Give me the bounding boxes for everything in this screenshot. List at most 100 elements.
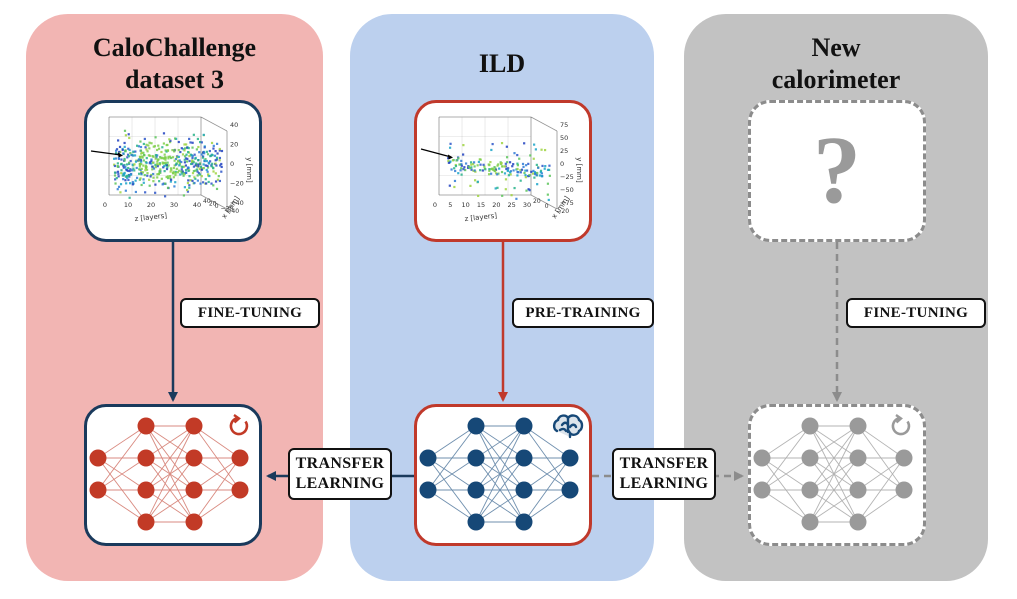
shower-hit — [119, 150, 122, 153]
shower-hit — [197, 172, 201, 175]
shower-hit — [127, 161, 131, 164]
shower-hit — [159, 171, 162, 174]
shower-hit — [512, 169, 515, 172]
y-tick-label: −75 — [560, 199, 574, 207]
shower-hit — [205, 182, 208, 185]
x-axis-label: z [layers] — [464, 212, 497, 223]
particle-arrowhead — [118, 152, 123, 158]
shower-hit — [128, 196, 131, 199]
shower-hit — [198, 167, 201, 171]
shower-hit — [113, 164, 117, 168]
shower-hit — [508, 171, 512, 174]
shower-hit — [170, 168, 173, 171]
shower-hit — [186, 188, 189, 192]
shower-hit — [173, 137, 177, 140]
transfer-text-left: TRANSFER — [295, 455, 385, 472]
shower-hit — [513, 186, 516, 190]
shower-hit — [469, 167, 472, 170]
shower-hit — [498, 167, 501, 170]
shower-hit — [525, 189, 528, 192]
shower-hit — [141, 171, 145, 174]
network-edge — [427, 425, 477, 459]
shower-hit — [189, 162, 193, 166]
shower-hit — [156, 148, 159, 152]
shower-hit — [179, 173, 182, 176]
shower-hit — [123, 163, 126, 167]
shower-hit — [469, 161, 473, 164]
shower-hit — [169, 167, 173, 170]
shower-hit — [143, 137, 146, 141]
y-tick-label: −20 — [230, 180, 244, 188]
shower-hit — [470, 166, 473, 169]
shower-hit — [132, 167, 135, 170]
shower-hit — [208, 162, 211, 165]
shower-hit — [166, 161, 169, 164]
shower-hit — [157, 144, 160, 147]
shower-hit — [530, 170, 533, 173]
shower-hit — [140, 183, 143, 187]
shower-hit — [158, 180, 161, 183]
shower-hit — [164, 182, 167, 185]
depth-tick-label: −40 — [226, 208, 239, 215]
shower-hit — [138, 165, 141, 168]
shower-hit — [459, 169, 462, 172]
question-mark-icon: ? — [813, 116, 861, 223]
shower-hit — [127, 178, 130, 181]
shower-hit — [203, 152, 206, 155]
shower-hit — [123, 145, 126, 148]
y-tick-label: 50 — [560, 134, 568, 142]
shower-hit — [447, 161, 451, 164]
shower-hit — [217, 174, 220, 178]
shower-hit — [162, 166, 165, 169]
shower-hit — [449, 160, 452, 163]
shower-hit — [548, 164, 551, 167]
shower-hit — [201, 155, 205, 158]
shower-hit — [538, 174, 541, 177]
network-node — [89, 449, 107, 467]
shower-hit — [117, 157, 120, 160]
shower-hit — [188, 154, 191, 158]
shower-hit — [214, 180, 218, 183]
shower-hit — [154, 183, 157, 186]
shower-hit — [210, 141, 214, 145]
shower-hit — [504, 162, 507, 165]
shower-hit — [175, 156, 179, 159]
shower-hit — [496, 186, 499, 189]
shower-hit — [209, 155, 212, 158]
x-tick-label: 10 — [462, 201, 470, 209]
network-node — [185, 449, 203, 467]
shower-hit — [214, 172, 217, 175]
shower-hit — [497, 163, 500, 166]
shower-hit — [540, 175, 544, 178]
shower-hit — [140, 172, 143, 175]
particle-arrow — [90, 150, 122, 156]
shower-hit — [206, 164, 209, 167]
plot-frame-line — [530, 194, 558, 210]
shower-hit — [448, 184, 451, 187]
shower-hit — [525, 164, 528, 167]
shower-hit — [454, 164, 458, 168]
shower-hit — [135, 144, 139, 147]
network-edge — [475, 489, 525, 523]
shower-hit — [135, 166, 138, 170]
pre-training-label: PRE-TRAINING — [512, 298, 654, 328]
shower-hit — [527, 188, 530, 191]
shower-hit — [175, 167, 178, 170]
shower-hit — [164, 156, 167, 159]
shower-hit — [504, 178, 508, 181]
shower-hit — [473, 165, 476, 168]
shower-hit — [529, 154, 532, 157]
network-edge — [761, 425, 811, 491]
shower-hit — [154, 153, 158, 157]
shower-hit — [185, 143, 188, 146]
shower-hit — [191, 146, 194, 149]
shower-hit — [129, 173, 132, 176]
network-edge — [761, 425, 811, 459]
shower-hit — [148, 162, 151, 165]
y-tick-label: −40 — [230, 199, 244, 207]
shower-hit — [522, 165, 525, 169]
shower-hit — [516, 174, 519, 177]
shower-hit — [177, 148, 180, 152]
shower-hit — [156, 173, 159, 176]
shower-hit — [140, 167, 143, 170]
